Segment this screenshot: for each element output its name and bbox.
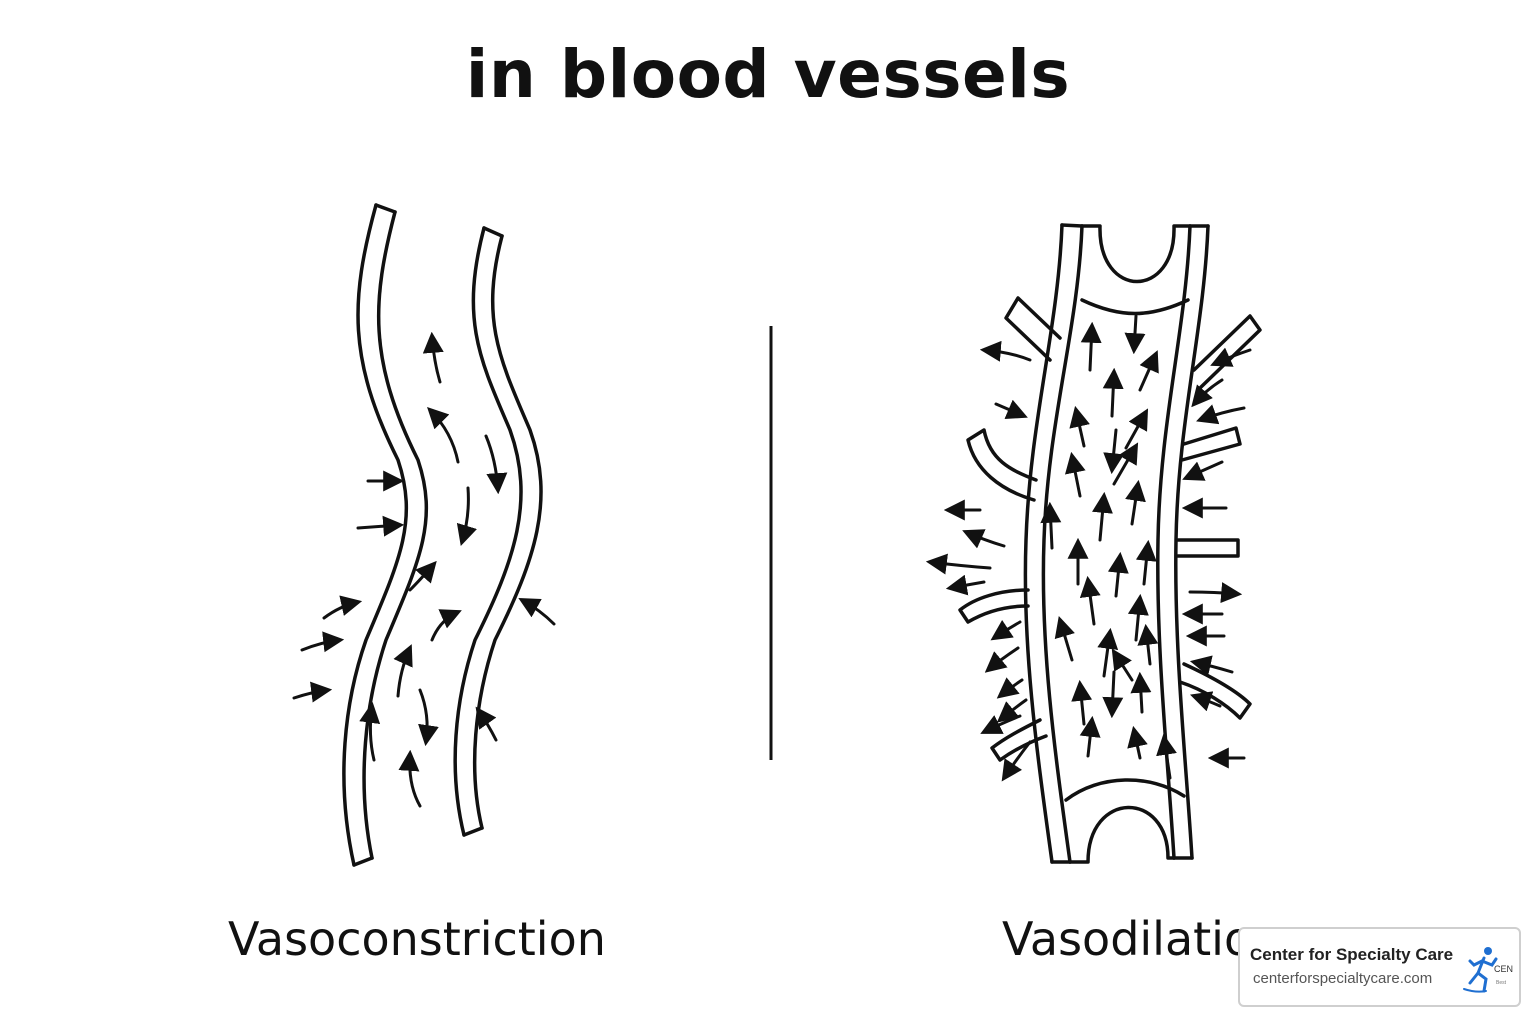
dilated-vessel: [958, 223, 1262, 864]
badge-name: Center for Specialty Care: [1250, 945, 1454, 964]
branch-right-mid: [1180, 426, 1242, 462]
constricted-flow-arrows: [359, 331, 508, 808]
svg-text:CEN: CEN: [1494, 964, 1513, 974]
constricted-vessel: [342, 203, 543, 867]
badge-url: centerforspecialtycare.com: [1253, 970, 1433, 987]
constricted-left-wall-inner: [362, 210, 429, 860]
branch-left-mid: [966, 428, 1038, 502]
top-bifurcation: [1080, 224, 1192, 284]
dilated-right-wall-outer: [1174, 224, 1210, 860]
page-title: in blood vessels: [465, 36, 1071, 113]
vasodilation-label: Vasodilatio: [1002, 912, 1253, 966]
branch-right-upper: [1192, 314, 1262, 390]
watermark-badge[interactable]: Center for Specialty Care centerforspeci…: [1238, 927, 1521, 1007]
constricted-left-wall-outer: [342, 203, 409, 867]
vasoconstriction-label: Vasoconstriction: [228, 912, 606, 966]
branch-left-upper: [1004, 296, 1062, 362]
dilation-outward-arrows: [925, 340, 1252, 782]
constricted-right-wall-outer: [472, 234, 543, 830]
constricted-right-wall-inner: [453, 226, 523, 837]
dilated-flow-arrows: [1040, 314, 1177, 780]
svg-text:Best: Best: [1496, 980, 1507, 986]
branch-right-low: [1176, 538, 1240, 558]
bottom-bifurcation: [1068, 805, 1176, 864]
constriction-pressure-arrows: [292, 470, 556, 742]
dilated-left-wall-outer: [1023, 223, 1064, 864]
dilated-left-wall-inner: [1041, 224, 1084, 864]
branch-right-bottom: [1178, 662, 1252, 720]
running-figure-icon: CEN Best: [1463, 947, 1513, 993]
branch-left-lower: [958, 588, 1030, 624]
